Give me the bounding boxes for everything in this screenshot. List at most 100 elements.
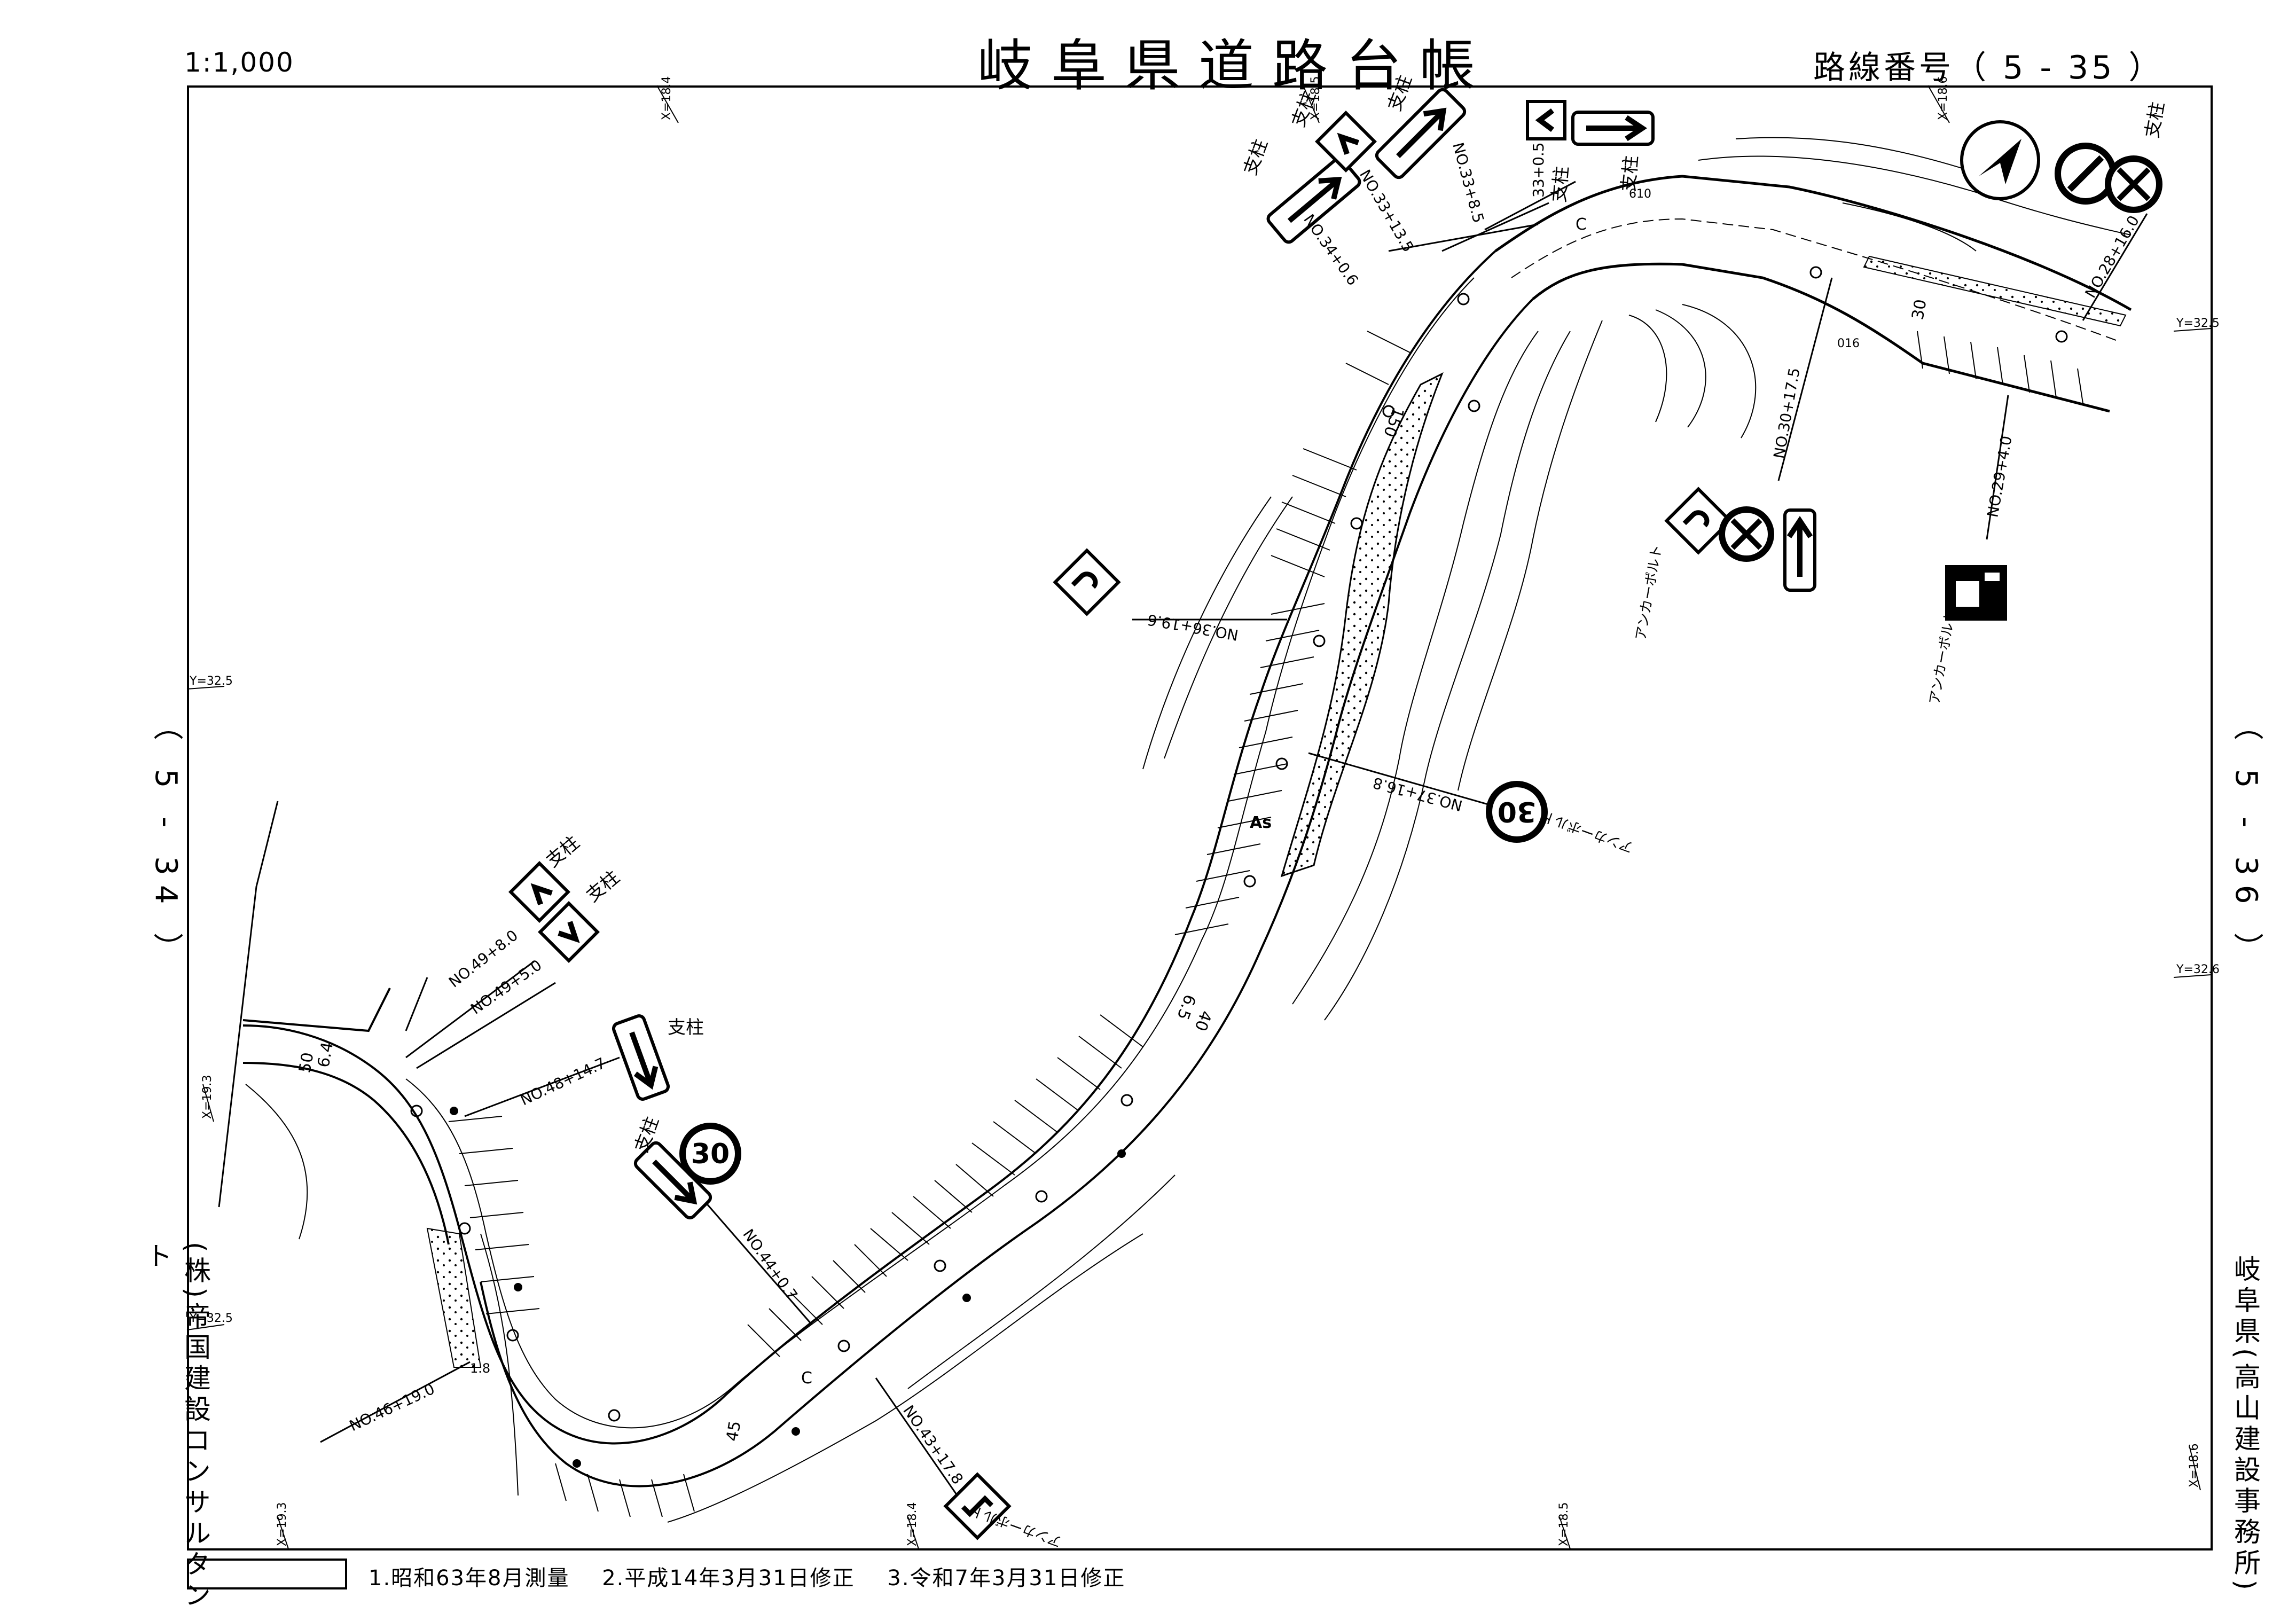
dotted-shoulder-ne	[1863, 255, 2127, 327]
grid-label: Y=32.6	[2176, 963, 2220, 976]
road-spur-west-1	[242, 1062, 450, 1245]
width-label: 1.8	[470, 1361, 490, 1376]
direction-arrow-icon	[1783, 508, 1816, 592]
road-edge-inner	[480, 298, 1534, 1487]
road-edge-north	[1494, 175, 2132, 311]
route-number: 路線番号（ 5 - 35 ）	[1813, 49, 2164, 87]
consultant-name: (株)帝国建設コンサルタント	[142, 1242, 211, 1612]
road-centerline-ne	[1511, 218, 2121, 342]
grid-label: X=18.5	[1557, 1502, 1571, 1547]
direction-arrow-icon	[1266, 156, 1361, 244]
chevron-icon	[1526, 100, 1566, 140]
info-board-icon	[1945, 565, 2007, 621]
road-spur-west-3	[405, 977, 428, 1031]
slope-hatch-sw	[555, 1463, 695, 1517]
station-33-13.5: NO.33+13.5	[1356, 167, 1417, 255]
no-entry-icon	[2055, 143, 2117, 205]
width-label: 30	[1908, 298, 1930, 322]
post-label: 支柱	[1384, 72, 1416, 114]
contour-12	[1735, 137, 2003, 182]
chevron-icon	[538, 901, 600, 963]
station-36-19.6: NO.36+19.6	[1146, 610, 1240, 644]
road-edge-south	[1532, 262, 2110, 413]
post-label: 支柱	[582, 867, 624, 906]
dotted-shoulder-south	[426, 1227, 482, 1368]
width-label: 6.4	[314, 1040, 337, 1069]
station-34-0.6: NO.34+0.6	[1300, 211, 1362, 288]
post-label: 支柱	[1618, 155, 1642, 193]
curve-warning-icon	[943, 1472, 1012, 1540]
contour-8	[1142, 496, 1272, 770]
grid-label: Y=32.5	[189, 1312, 233, 1325]
direction-arrow-icon	[1571, 111, 1655, 146]
grid-ticks	[186, 85, 2212, 1549]
station-29-4.0: NO.29+4.0	[1984, 434, 2015, 519]
revision-note-2: 2.平成14年3月31日修正	[602, 1566, 855, 1591]
anchor-bolt-label: アンカーボルト	[1633, 544, 1665, 641]
north-arrow-icon	[1960, 120, 2040, 200]
contour-7	[1164, 496, 1293, 759]
contour-5	[1655, 309, 1706, 428]
curve-warning-icon	[1053, 548, 1121, 616]
revision-notes: 1.昭和63年8月測量 2.平成14年3月31日修正 3.令和7年3月31日修正	[369, 1561, 1150, 1592]
grid-label: Y=32.5	[189, 675, 233, 688]
station-44-0.7: NO.44+0.7	[739, 1226, 801, 1303]
width-label: 50	[295, 1051, 317, 1075]
post-label: 支柱	[1548, 166, 1573, 203]
adjacent-sheet-left: （ 5 - 34 ）	[148, 710, 183, 973]
slope-hatch-north	[1271, 331, 1410, 577]
station-43-17.8: NO.43+17.8	[899, 1402, 967, 1487]
contour-15	[245, 1084, 308, 1240]
contour-9	[667, 1233, 1143, 1523]
slope-hatch-west	[448, 1116, 540, 1314]
adjacent-sheet-right: （ 5 - 36 ）	[2229, 710, 2263, 973]
contour-4	[1628, 315, 1667, 422]
direction-arrow-icon	[1375, 88, 1467, 179]
survey-points	[450, 1107, 1126, 1468]
station-48-14.7: NO.48+14.7	[518, 1054, 608, 1109]
no-parking-icon	[1719, 506, 1774, 562]
grid-label: Y=32.5	[2176, 317, 2220, 330]
grid-label: X=19.3	[276, 1502, 289, 1547]
dotted-shoulder	[1280, 372, 1444, 878]
grid-label: X=18.4	[906, 1502, 919, 1547]
contour-13	[1842, 202, 1977, 252]
slope-hatch-ne	[1917, 331, 2083, 404]
utility-poles	[410, 266, 2068, 1422]
station-33-0.5: 33+0.5	[1530, 142, 1547, 198]
slope-hatch-east	[1174, 603, 1325, 935]
speed-limit-value: 30	[1498, 795, 1536, 827]
width-label: 45	[723, 1420, 745, 1443]
direction-arrow-icon	[612, 1014, 670, 1101]
post-label: 支柱	[542, 832, 584, 872]
station-leaders	[320, 181, 2148, 1517]
map-scale: 1:1,000	[184, 47, 294, 78]
post-label: 支柱	[668, 1017, 704, 1038]
chevron-icon	[508, 861, 570, 923]
curve-mark: C	[1576, 215, 1587, 234]
revision-note-3: 3.令和7年3月31日修正	[887, 1566, 1126, 1591]
chevron-icon	[1315, 111, 1377, 173]
contour-2	[1324, 331, 1571, 1021]
speed-limit-icon: 30	[679, 1123, 741, 1185]
curve-warning-icon	[1664, 487, 1733, 555]
anchor-bolt-label: アンカーボルト	[1539, 808, 1635, 856]
curve-mark: C	[801, 1369, 812, 1388]
station-46-19.0: NO.46+19.0	[347, 1380, 437, 1435]
contour-6	[1682, 304, 1757, 438]
contour-1	[1292, 331, 1539, 1005]
speed-limit-icon: 30	[1486, 781, 1548, 843]
grid-label: X=18.6	[1937, 76, 1950, 121]
grid-label: X=18.5	[1309, 76, 1322, 121]
grid-label: X=18.4	[660, 76, 673, 121]
office-name: 岐阜県(高山建設事務所)	[2230, 1255, 2261, 1595]
contour-14	[218, 801, 279, 1208]
contour-11	[1698, 155, 2132, 236]
width-label: 016	[1837, 337, 1860, 350]
contour-3	[1457, 320, 1603, 791]
station-30-17.5: NO.30+17.5	[1770, 366, 1803, 460]
anchor-bolt-label: アンカーボルト	[1926, 608, 1959, 706]
post-label: 支柱	[1240, 136, 1272, 178]
revision-note-1: 1.昭和63年8月測量	[369, 1566, 570, 1591]
